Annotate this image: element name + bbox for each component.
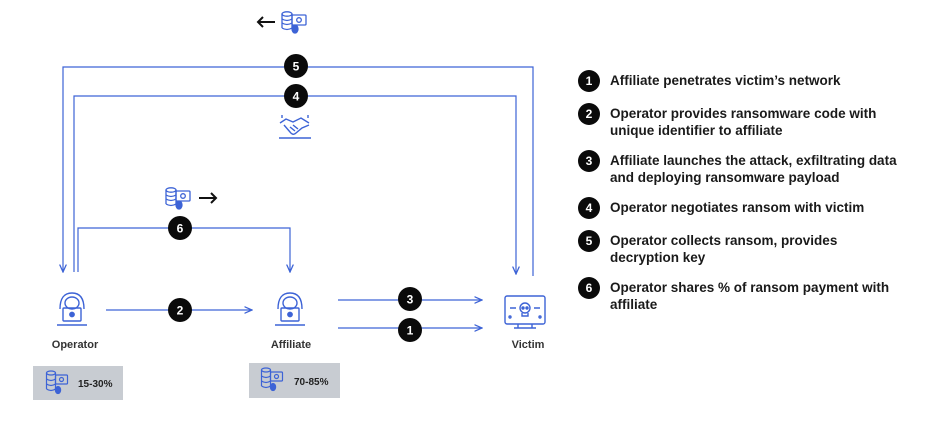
legend-item-5: 5 Operator collects ransom, provides dec… (578, 230, 904, 266)
legend-number: 2 (578, 103, 600, 125)
legend-item-1: 1 Affiliate penetrates victim’s network (578, 70, 904, 92)
legend-item-4: 4 Operator negotiates ransom with victim (578, 197, 904, 219)
infected-monitor-icon (504, 295, 546, 329)
victim-node: Victim (504, 295, 546, 351)
hacker-icon (57, 292, 87, 326)
money-bug-icon (260, 367, 284, 392)
legend-number: 1 (578, 70, 600, 92)
affiliate-label: Affiliate (271, 339, 311, 351)
share-payment-group (165, 187, 218, 210)
legend-text: Affiliate penetrates victim’s network (610, 73, 841, 88)
arrow-right-icon (199, 192, 218, 204)
legend-number: 4 (578, 197, 600, 219)
money-bug-icon (281, 11, 307, 34)
svg-text:4: 4 (293, 90, 300, 104)
legend-number: 3 (578, 150, 600, 172)
legend-item-6: 6 Operator shares % of ransom payment wi… (578, 277, 904, 313)
step-legend: 1 Affiliate penetrates victim’s network … (578, 70, 904, 324)
operator-node: Operator (52, 292, 99, 351)
operator-share-box: 15-30% (33, 366, 123, 400)
svg-text:6: 6 (177, 222, 184, 236)
svg-text:1: 1 (407, 324, 414, 338)
step-badge-6: 6 (168, 216, 192, 240)
step-badge-4: 4 (284, 84, 308, 108)
svg-text:2: 2 (177, 304, 184, 318)
svg-text:3: 3 (407, 293, 414, 307)
money-bug-icon (45, 370, 69, 395)
step-badge-3: 3 (398, 287, 422, 311)
operator-label: Operator (52, 339, 99, 351)
affiliate-node: Affiliate (271, 292, 311, 351)
hacker-icon (275, 292, 305, 326)
operator-share-value: 15-30% (78, 379, 113, 390)
legend-number: 6 (578, 277, 600, 299)
affiliate-share-box: 70-85% (249, 363, 340, 398)
legend-text: Affiliate launches the attack, exfiltrat… (610, 153, 897, 185)
handshake-icon (279, 115, 311, 139)
svg-text:5: 5 (293, 60, 300, 74)
victim-label: Victim (512, 339, 545, 351)
step-badge-2: 2 (168, 298, 192, 322)
step-badge-1: 1 (398, 318, 422, 342)
legend-item-2: 2 Operator provides ransomware code with… (578, 103, 904, 139)
legend-item-3: 3 Affiliate launches the attack, exfiltr… (578, 150, 904, 186)
legend-text: Operator provides ransomware code with u… (610, 106, 877, 138)
top-payment-group (256, 11, 307, 34)
step-badge-5: 5 (284, 54, 308, 78)
legend-number: 5 (578, 230, 600, 252)
money-bug-icon (165, 187, 191, 210)
affiliate-share-value: 70-85% (294, 377, 329, 388)
arrow-left-icon (256, 16, 275, 28)
flow-line-4 (73, 95, 516, 274)
legend-text: Operator negotiates ransom with victim (610, 200, 865, 215)
legend-text: Operator collects ransom, provides decry… (610, 233, 838, 265)
legend-text: Operator shares % of ransom payment with… (610, 280, 890, 312)
